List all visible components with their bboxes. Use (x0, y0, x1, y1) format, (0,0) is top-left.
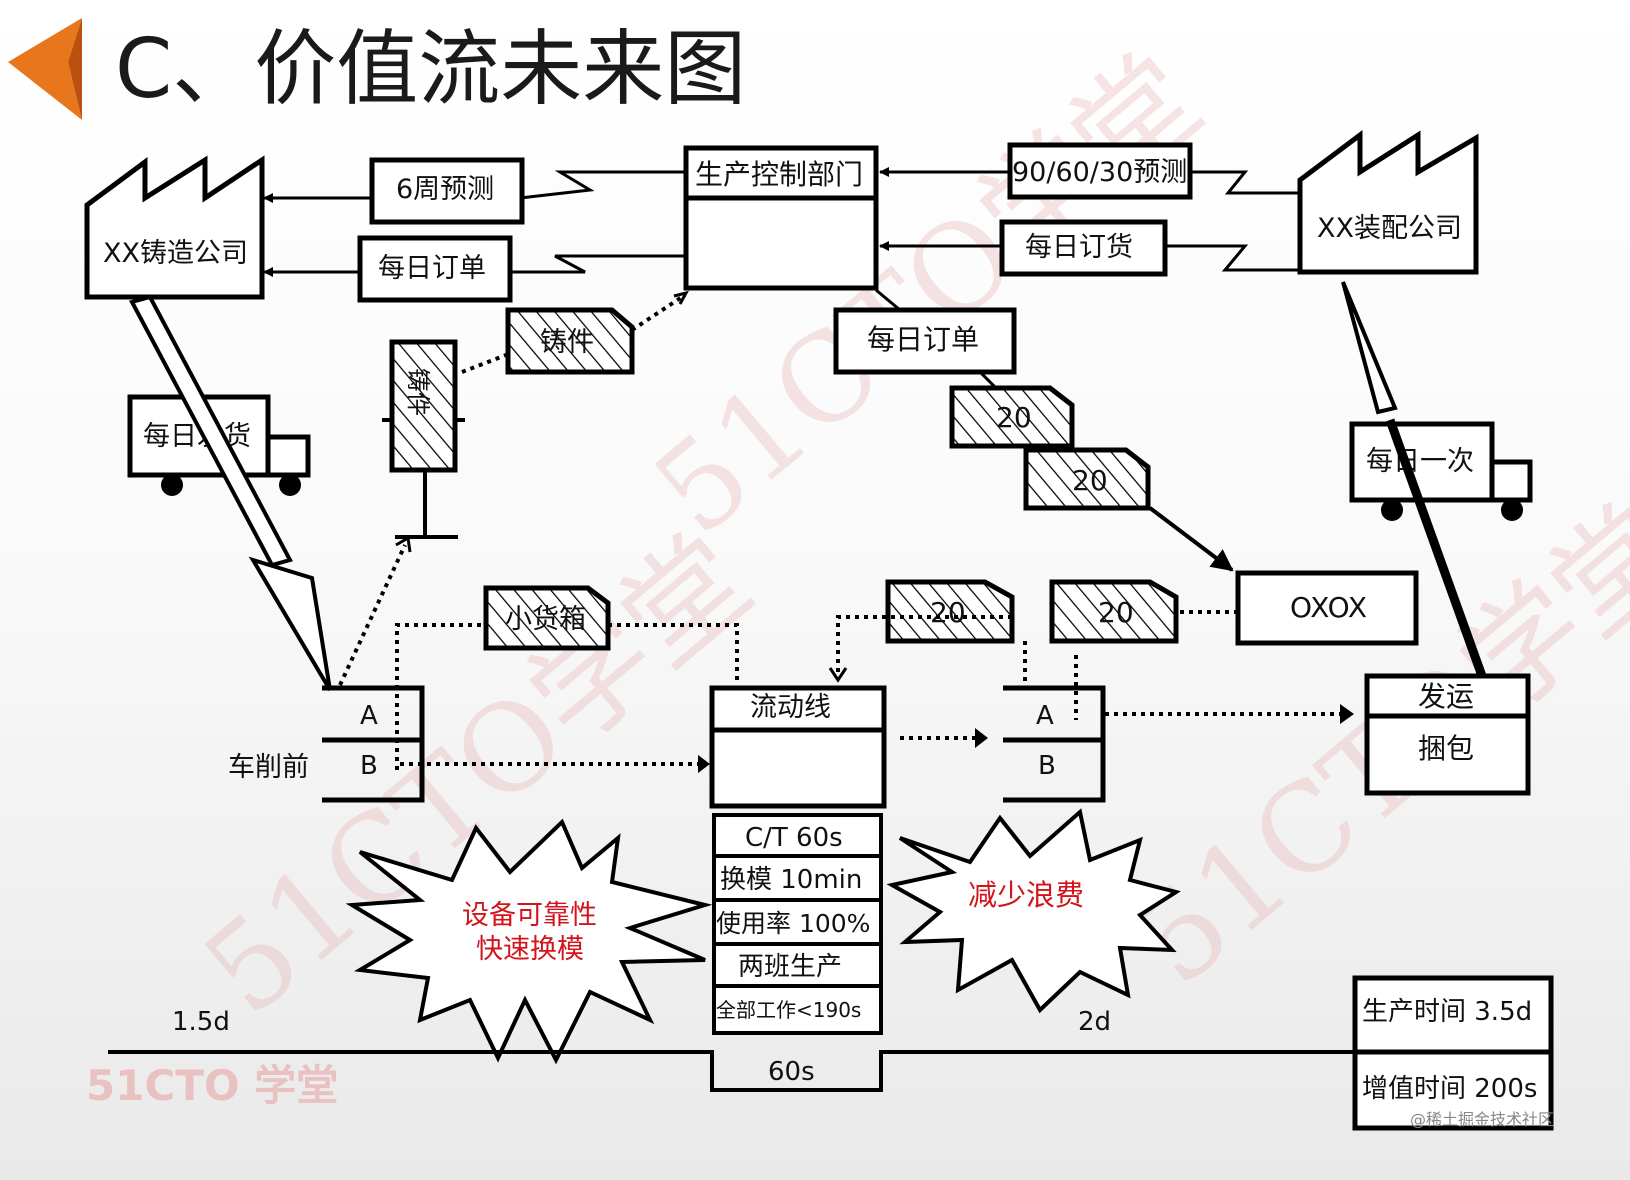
small-bin-kanban: 小货箱 (395, 585, 739, 773)
truck-outbound: 每日一次 (1349, 421, 1533, 521)
supplier-label: XX铸造公司 (103, 238, 248, 269)
supermarket-b-label: B (1038, 751, 1056, 781)
process-data-box: C/T 60s 换模 10min 使用率 100% 两班生产 全部工作<190s (712, 813, 883, 1035)
order-customer-label: 每日订货 (1025, 232, 1133, 263)
data-box-row: 两班生产 (738, 952, 842, 982)
supermarket-b-label: B (360, 751, 378, 781)
data-box-row: C/T 60s (745, 823, 843, 853)
supermarket-right: A B (1003, 685, 1354, 803)
daily-order-label: 每日订单 (867, 323, 979, 356)
data-box-row: 全部工作<190s (716, 998, 861, 1022)
customer-info-flow: 90/60/30预测 每日订货 (879, 142, 1300, 277)
casting-post-label: 铸件 (404, 368, 432, 416)
truck-out-label: 每日一次 (1366, 446, 1474, 477)
small-bin-label: 小货箱 (505, 604, 586, 635)
production-time-label: 生产时间 3.5d (1362, 997, 1532, 1027)
supermarket-left: A B 车削前 (228, 685, 425, 803)
supplier-info-flow: 6周预测 每日订单 (263, 157, 686, 303)
page-title: C、价值流未来图 (115, 22, 746, 117)
order-supplier-label: 每日订单 (378, 253, 486, 284)
daily-order-group: 每日订单 (833, 288, 1017, 394)
casting-kanban-group: 铸件 铸件 (338, 290, 689, 686)
orange-arrow-icon (8, 18, 82, 120)
forecast-customer-label: 90/60/30预测 (1012, 157, 1187, 188)
kaizen-burst-left: 设备可靠性 快速换模 (345, 818, 713, 1065)
kanban-qty-label: 20 (1098, 596, 1134, 629)
timeline: 1.5d 2d 60s (108, 1007, 1355, 1092)
supplier-factory: XX铸造公司 (84, 155, 265, 300)
kanban-qty-label: 20 (1072, 464, 1108, 497)
timeline-wait-left: 1.5d (172, 1007, 230, 1037)
supermarket-a-label: A (1036, 701, 1054, 731)
shipping-label: 发运 (1418, 680, 1474, 713)
orange-arrow-shade (68, 18, 82, 120)
kaizen-burst-right: 减少浪费 (886, 808, 1181, 1014)
flow-line-process: 流动线 (709, 685, 988, 809)
title-group: C、价值流未来图 (8, 18, 746, 120)
summary-box: 生产时间 3.5d 增值时间 200s (1352, 975, 1554, 1131)
credit-text: @稀土掘金技术社区 (1410, 1110, 1554, 1129)
withdrawal-kanbans: 20 20 (828, 579, 1238, 720)
packing-label: 捆包 (1418, 732, 1474, 765)
shipment-arrow-out (1341, 281, 1487, 678)
customer-label: XX装配公司 (1317, 213, 1462, 244)
burst-text: 设备可靠性 (462, 900, 597, 931)
value-added-time-label: 增值时间 200s (1362, 1074, 1537, 1104)
kanban-stack: 20 20 (949, 385, 1234, 572)
burst-text: 快速换模 (476, 934, 584, 965)
timeline-process-time: 60s (768, 1057, 815, 1087)
data-box-row: 使用率 100% (716, 909, 870, 938)
data-box-row: 换模 10min (720, 865, 862, 895)
load-leveling-box: OXOX (1235, 570, 1419, 646)
brand-logo-watermark: 51CTO 学堂 (86, 1061, 338, 1110)
supermarket-a-label: A (360, 701, 378, 731)
pre-turning-label: 车削前 (228, 752, 309, 783)
shipment-arrow-in (129, 294, 332, 692)
shipping-box: 发运 捆包 (1364, 673, 1531, 796)
forecast-supplier-label: 6周预测 (396, 174, 494, 205)
customer-factory: XX装配公司 (1297, 130, 1479, 275)
casting-kanban-label: 铸件 (540, 327, 594, 358)
production-control: 生产控制部门 (683, 145, 879, 291)
burst-text: 减少浪费 (968, 878, 1084, 912)
flow-line-label: 流动线 (750, 692, 831, 723)
oxox-label: OXOX (1290, 591, 1367, 624)
kanban-qty-label: 20 (930, 596, 966, 629)
timeline-wait-right: 2d (1078, 1007, 1111, 1037)
kanban-qty-label: 20 (996, 401, 1032, 434)
production-control-label: 生产控制部门 (695, 158, 863, 191)
